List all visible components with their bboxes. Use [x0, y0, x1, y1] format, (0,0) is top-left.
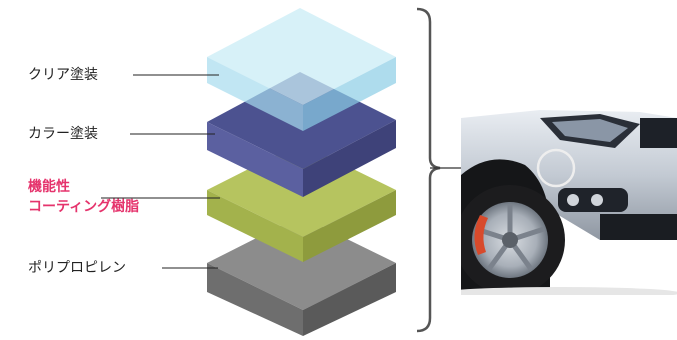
layer-clear-coat [207, 8, 396, 131]
label-color-coat: カラー塗装 [28, 126, 98, 142]
label-clear-coat: クリア塗装 [28, 67, 98, 83]
car-photo [461, 107, 677, 295]
label-coating-line2: コーティング樹脂 [28, 199, 140, 215]
bumper-highlight-circle [536, 148, 576, 188]
label-coating-line1: 機能性 [28, 179, 70, 195]
label-polypropylene: ポリプロピレン [28, 260, 126, 276]
right-bracket [416, 7, 441, 333]
leader-lines [101, 74, 220, 269]
layer-polypropylene [207, 216, 396, 336]
